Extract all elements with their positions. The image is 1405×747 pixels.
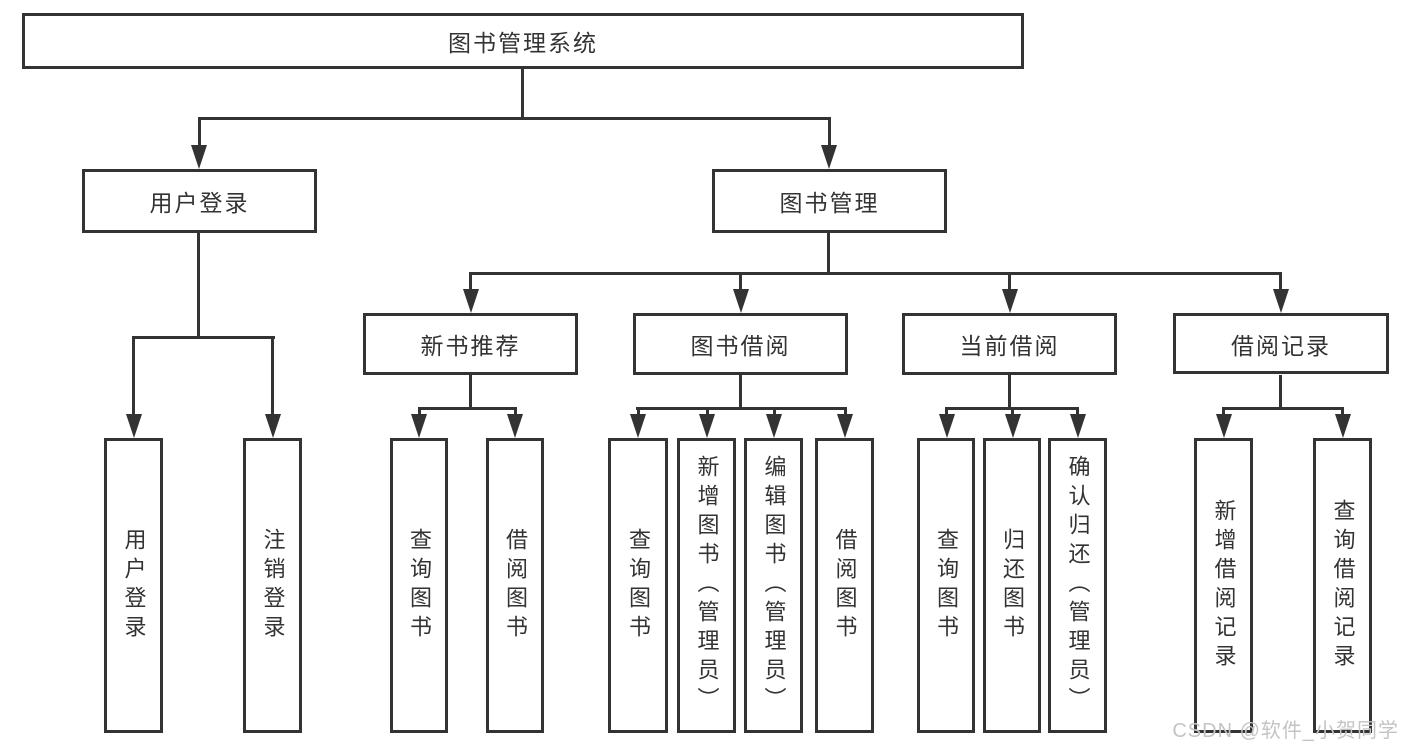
connector-line bbox=[1279, 375, 1282, 408]
connector-line bbox=[521, 69, 524, 118]
node-label: 新增图书（管理员） bbox=[694, 455, 720, 716]
node-label: 确认归还（管理员） bbox=[1065, 455, 1091, 716]
node-add-book-admin: 新增图书（管理员） bbox=[677, 438, 736, 733]
node-edit-book-admin: 编辑图书（管理员） bbox=[744, 438, 803, 733]
arrow-stem bbox=[271, 336, 274, 415]
node-query-books-recommend: 查询图书 bbox=[390, 438, 448, 733]
node-borrow-books-borrowing: 借阅图书 bbox=[815, 438, 874, 733]
node-label: 查询借阅记录 bbox=[1330, 498, 1356, 673]
connector-line bbox=[133, 336, 275, 339]
connector-line bbox=[197, 233, 200, 337]
connector-line bbox=[1008, 375, 1011, 408]
arrow-down-icon bbox=[462, 289, 479, 313]
connector-line bbox=[739, 375, 742, 408]
arrow-down-icon bbox=[507, 414, 523, 438]
arrow-down-icon bbox=[630, 414, 646, 438]
node-label: 查询图书 bbox=[407, 527, 432, 644]
node-add-borrowing-record: 新增借阅记录 bbox=[1194, 438, 1253, 733]
arrow-stem bbox=[772, 407, 776, 415]
node-label: 查询图书 bbox=[934, 527, 959, 644]
arrow-stem bbox=[1011, 407, 1014, 415]
node-label: 图书管理系统 bbox=[448, 30, 598, 56]
node-user-login-action: 用户登录 bbox=[104, 438, 163, 733]
arrow-down-icon bbox=[1004, 414, 1021, 438]
watermark: CSDN @软件_小贺同学 bbox=[1172, 720, 1399, 742]
arrow-down-icon bbox=[191, 145, 207, 169]
arrow-stem bbox=[132, 336, 135, 415]
arrow-stem bbox=[513, 407, 517, 415]
connector-line bbox=[636, 407, 846, 410]
node-query-borrowing-record: 查询借阅记录 bbox=[1313, 438, 1372, 733]
arrow-down-icon bbox=[938, 414, 955, 438]
arrow-stem bbox=[636, 407, 640, 415]
arrow-stem bbox=[417, 407, 421, 415]
node-label: 借阅图书 bbox=[503, 527, 528, 644]
node-confirm-return-admin: 确认归还（管理员） bbox=[1048, 438, 1107, 733]
node-book-borrowing: 图书借阅 bbox=[633, 313, 848, 375]
arrow-stem bbox=[1279, 272, 1282, 290]
node-label: 新书推荐 bbox=[420, 333, 521, 359]
node-label: 用户登录 bbox=[121, 527, 147, 644]
node-label: 归还图书 bbox=[1000, 527, 1025, 644]
node-new-book-recommend: 新书推荐 bbox=[363, 313, 578, 375]
arrow-down-icon bbox=[1334, 414, 1351, 438]
node-label: 借阅图书 bbox=[832, 527, 858, 644]
arrow-down-icon bbox=[837, 414, 853, 438]
node-label: 注销登录 bbox=[260, 527, 286, 644]
node-label: 查询图书 bbox=[626, 527, 651, 644]
node-user-login: 用户登录 bbox=[82, 169, 317, 233]
arrow-stem bbox=[945, 407, 948, 415]
arrow-stem bbox=[197, 117, 201, 146]
arrow-down-icon bbox=[699, 414, 715, 438]
arrow-stem bbox=[469, 272, 472, 290]
connector-line bbox=[418, 407, 517, 410]
node-label: 图书管理 bbox=[779, 190, 880, 216]
arrow-stem bbox=[1222, 407, 1225, 415]
arrow-down-icon bbox=[732, 289, 749, 313]
arrow-stem bbox=[843, 407, 847, 415]
arrow-down-icon bbox=[125, 414, 142, 438]
arrow-stem bbox=[827, 117, 831, 146]
arrow-stem bbox=[1341, 407, 1344, 415]
node-label: 编辑图书（管理员） bbox=[761, 455, 787, 716]
node-return-books: 归还图书 bbox=[983, 438, 1041, 733]
arrow-stem bbox=[1008, 272, 1011, 290]
node-borrowing-records: 借阅记录 bbox=[1173, 313, 1389, 374]
node-label: 借阅记录 bbox=[1231, 332, 1331, 359]
arrow-down-icon bbox=[821, 145, 837, 169]
node-logout-action: 注销登录 bbox=[243, 438, 302, 733]
node-query-books-borrowing: 查询图书 bbox=[608, 438, 668, 733]
node-label: 新增借阅记录 bbox=[1211, 498, 1237, 673]
node-current-borrowing: 当前借阅 bbox=[902, 313, 1117, 375]
arrow-stem bbox=[1076, 407, 1079, 415]
node-book-management: 图书管理 bbox=[712, 169, 947, 233]
arrow-down-icon bbox=[1272, 289, 1289, 313]
node-library-management-system: 图书管理系统 bbox=[22, 13, 1024, 69]
connector-line bbox=[469, 272, 1282, 275]
connector-line bbox=[198, 117, 831, 120]
arrow-stem bbox=[739, 272, 742, 290]
arrow-down-icon bbox=[264, 414, 281, 438]
connector-line bbox=[827, 233, 830, 273]
arrow-down-icon bbox=[1069, 414, 1086, 438]
connector-line bbox=[469, 375, 472, 408]
node-label: 用户登录 bbox=[149, 190, 250, 216]
node-label: 图书借阅 bbox=[690, 333, 791, 359]
node-borrow-books-recommend: 借阅图书 bbox=[486, 438, 544, 733]
node-label: 当前借阅 bbox=[959, 333, 1060, 359]
arrow-down-icon bbox=[766, 414, 782, 438]
arrow-down-icon bbox=[1215, 414, 1232, 438]
arrow-stem bbox=[705, 407, 709, 415]
connector-line bbox=[1222, 407, 1344, 410]
arrow-down-icon bbox=[411, 414, 427, 438]
arrow-down-icon bbox=[1001, 289, 1018, 313]
node-query-books-current: 查询图书 bbox=[917, 438, 975, 733]
